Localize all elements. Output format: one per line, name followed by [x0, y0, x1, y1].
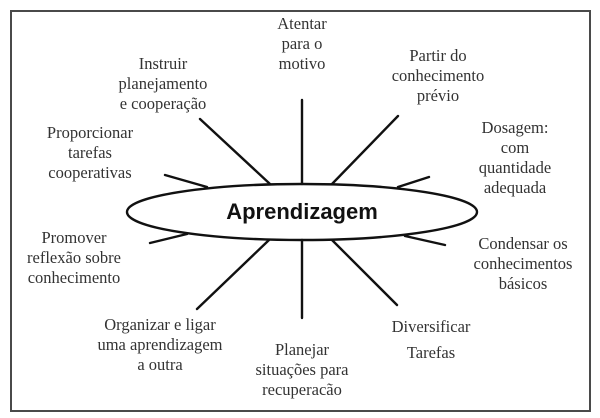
node-line: Promover	[41, 228, 107, 247]
node-line: planejamento	[118, 74, 208, 93]
node-dosagem-quantidade-adequada: Dosagem: com quantidade adequada	[460, 118, 570, 198]
node-line: para o	[281, 34, 323, 53]
node-proporcionar-tarefas-cooperativas: Proporcionar tarefas cooperativas	[30, 123, 150, 183]
connector-bottom-right	[330, 238, 399, 307]
node-line: quantidade	[478, 158, 552, 177]
node-line: conhecimento	[391, 66, 485, 85]
node-instruir-planejamento-cooperacao: Instruir planejamento e cooperação	[108, 54, 218, 114]
node-promover-reflexao-conhecimento: Promover reflexão sobre conhecimento	[14, 228, 134, 288]
node-line: e cooperação	[119, 94, 207, 113]
node-line: Condensar os	[478, 234, 568, 253]
connector-right-upper	[396, 175, 431, 189]
node-atentar-para-o-motivo: Atentar para o motivo	[262, 14, 342, 74]
node-line: Partir do	[409, 46, 467, 65]
node-planejar-situacoes-recuperacao: Planejar situações para recuperacão	[242, 340, 362, 400]
diagram-frame	[10, 10, 591, 412]
node-line: com	[500, 138, 530, 157]
node-line: situações para	[255, 360, 349, 379]
node-line: cooperativas	[48, 163, 132, 182]
node-line: básicos	[498, 274, 548, 293]
node-line: motivo	[278, 54, 326, 73]
node-line: recuperacão	[262, 380, 342, 399]
connector-left-upper	[163, 173, 209, 189]
connector-top-left	[198, 117, 272, 186]
node-line: Instruir	[138, 54, 188, 73]
node-line: a outra	[137, 355, 183, 374]
node-partir-do-conhecimento-previo: Partir do conhecimento prévio	[378, 46, 498, 106]
node-line: Atentar	[277, 14, 327, 33]
connector-bottom-left	[195, 238, 271, 311]
connector-right-lower	[403, 234, 447, 247]
connector-top-right	[330, 114, 400, 186]
node-condensar-conhecimentos-basicos: Condensar os conhecimentos básicos	[458, 234, 588, 294]
node-organizar-ligar-aprendizagem: Organizar e ligar uma aprendizagem a out…	[85, 315, 235, 375]
connector-left-lower	[148, 232, 189, 245]
node-line: conhecimentos	[473, 254, 573, 273]
node-line: Organizar e ligar	[104, 315, 216, 334]
node-line: Dosagem:	[481, 118, 549, 137]
center-node-label: Aprendizagem	[226, 199, 378, 224]
node-line: Planejar	[274, 340, 330, 359]
node-line: Diversificar	[391, 317, 471, 336]
node-line: adequada	[483, 178, 547, 197]
node-line: uma aprendizagem	[97, 335, 223, 354]
node-diversificar-tarefas: Diversificar Tarefas	[376, 314, 486, 366]
node-line: Tarefas	[406, 343, 456, 362]
node-line: Proporcionar	[46, 123, 134, 142]
node-line: prévio	[416, 86, 460, 105]
node-line: tarefas	[68, 143, 112, 162]
node-line: conhecimento	[27, 268, 121, 287]
node-line: reflexão sobre	[27, 248, 121, 267]
